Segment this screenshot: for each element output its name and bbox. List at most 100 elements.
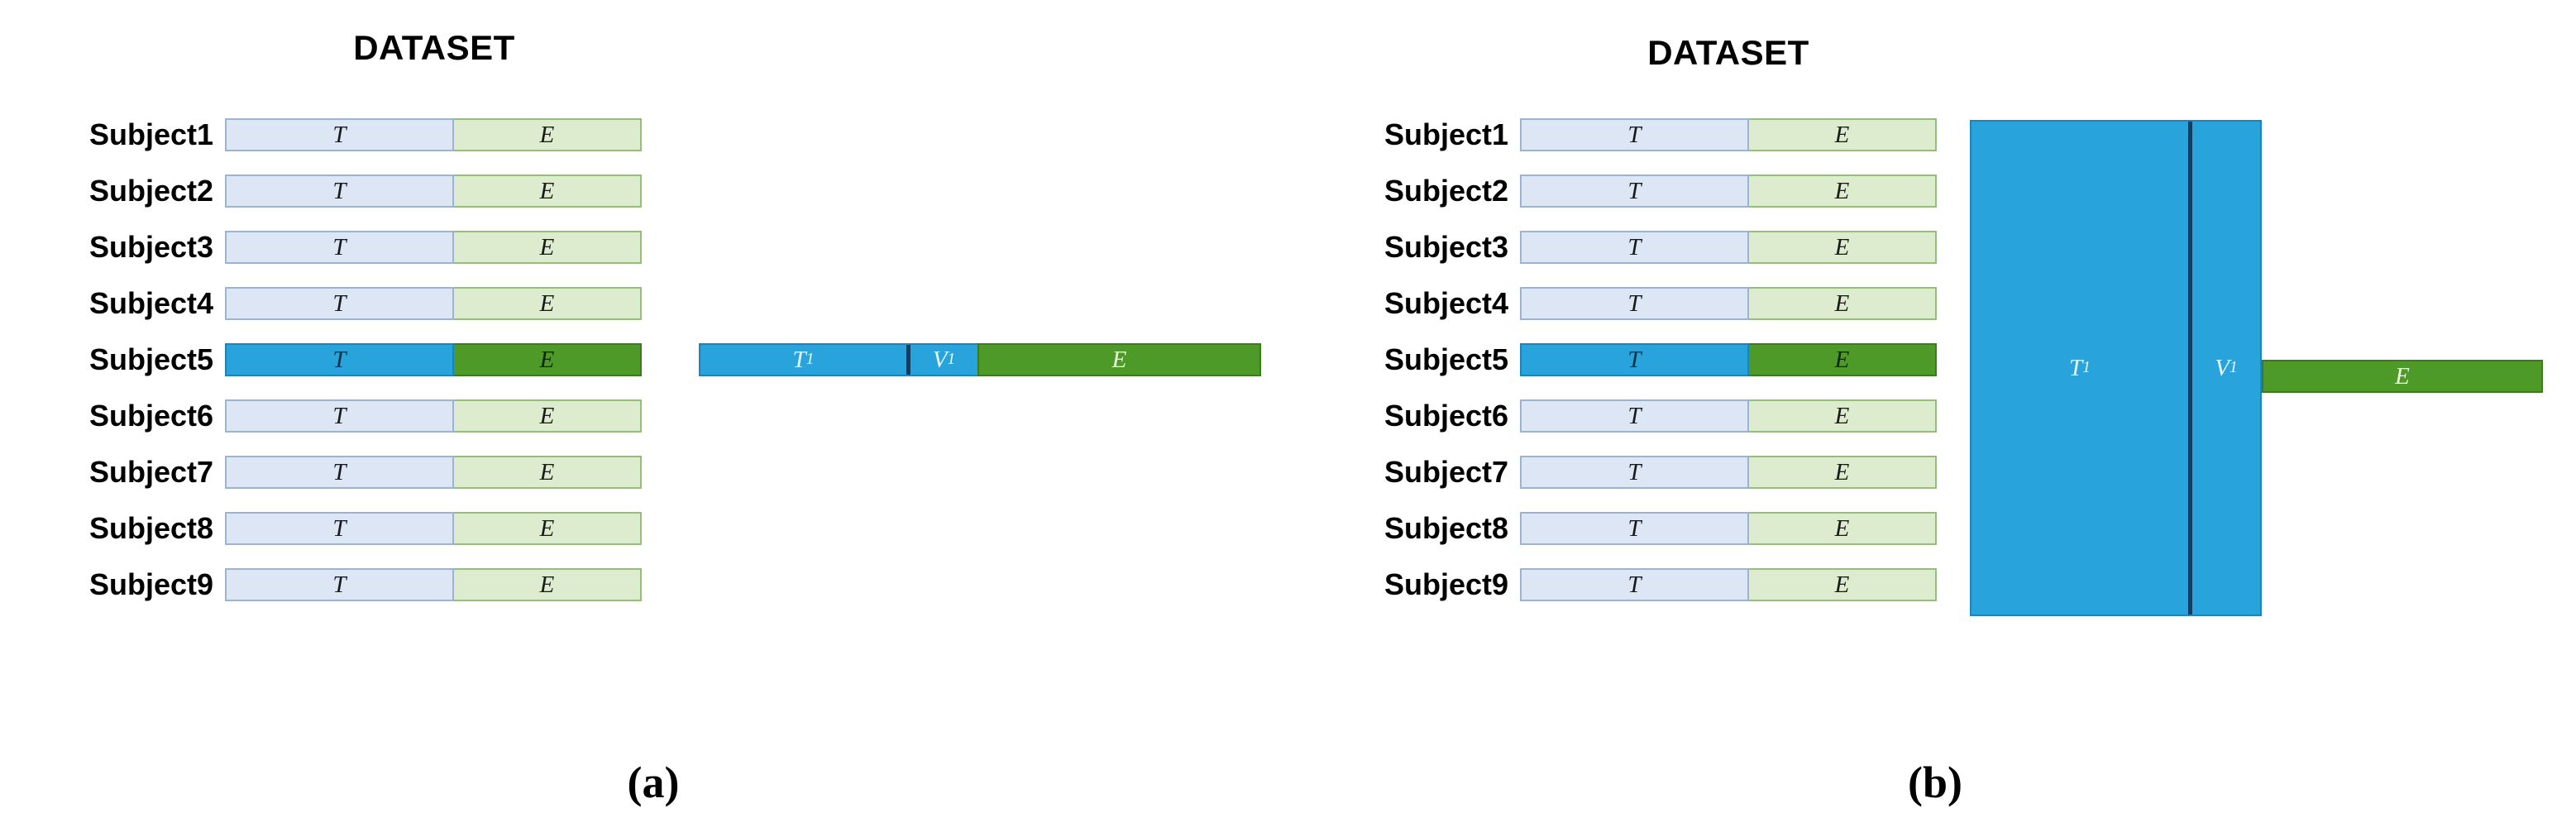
table-row-highlighted: Subject5 T E [89, 343, 642, 376]
table-row: Subject9 T E [1384, 568, 1937, 601]
train-segment: T [1520, 568, 1749, 601]
eval-segment-highlighted: E [1749, 343, 1937, 376]
train-subset-sub: 1 [805, 350, 815, 369]
subject-bar: T E [225, 512, 642, 545]
table-row: Subject3 T E [1384, 231, 1937, 264]
eval-segment-highlighted: E [454, 343, 642, 376]
train-segment: T [225, 512, 454, 545]
train-segment: T [1520, 231, 1749, 264]
eval-segment: E [454, 512, 642, 545]
panel-caption-a: (a) [627, 758, 680, 807]
subject-label: Subject2 [88, 174, 213, 208]
subject-bar: T E [1520, 175, 1937, 208]
dataset-heading-b: DATASET [1647, 33, 1809, 72]
subject-bar: T E [225, 231, 642, 264]
train-segment: T [225, 568, 454, 601]
subject-bar: T E [225, 118, 642, 151]
subject-bar: T E [225, 399, 642, 433]
validation-subset-sub: 1 [947, 350, 956, 369]
validation-block-sub: 1 [2229, 358, 2238, 377]
train-subset-label: T [792, 346, 806, 373]
table-row: Subject1 T E [1384, 118, 1937, 151]
table-row: Subject8 T E [89, 512, 642, 545]
table-row: Subject3 T E [89, 231, 642, 264]
subject-label: Subject7 [88, 455, 213, 489]
table-row: Subject6 T E [89, 399, 642, 433]
subject-label: Subject9 [88, 567, 213, 601]
subject-label: Subject1 [1384, 117, 1508, 151]
evaluation-subset-segment: E [977, 343, 1261, 376]
subject-label: Subject7 [1384, 455, 1508, 489]
eval-segment: E [454, 287, 642, 320]
subject-bar: T E [1520, 231, 1937, 264]
eval-segment: E [1749, 287, 1937, 320]
table-row: Subject4 T E [89, 287, 642, 320]
subject-label: Subject6 [88, 399, 213, 433]
table-row: Subject9 T E [89, 568, 642, 601]
train-block-sub: 1 [2082, 358, 2091, 377]
train-segment: T [225, 175, 454, 208]
subject-bar: T E [225, 456, 642, 489]
eval-segment: E [1749, 118, 1937, 151]
subject-bar-highlighted: T E [225, 343, 642, 376]
eval-segment: E [454, 118, 642, 151]
evaluation-bar-label: E [2395, 362, 2410, 390]
train-segment: T [225, 456, 454, 489]
train-segment: T [1520, 399, 1749, 433]
subject-label: Subject6 [1384, 399, 1508, 433]
eval-segment: E [454, 456, 642, 489]
train-segment: T [1520, 287, 1749, 320]
subject-bar: T E [1520, 118, 1937, 151]
subject-bar: T E [1520, 287, 1937, 320]
subject-label: Subject9 [1384, 567, 1508, 601]
train-segment: T [225, 399, 454, 433]
subject-bar: T E [1520, 456, 1937, 489]
subject-label: Subject3 [1384, 230, 1508, 264]
eval-segment: E [454, 568, 642, 601]
subject-label: Subject4 [1384, 286, 1508, 320]
train-segment: T [1520, 456, 1749, 489]
subject-label: Subject3 [88, 230, 213, 264]
subject-label: Subject2 [1384, 174, 1508, 208]
subject-label: Subject4 [88, 286, 213, 320]
subject-label: Subject1 [88, 117, 213, 151]
subject-bar: T E [1520, 512, 1937, 545]
table-row: Subject2 T E [89, 175, 642, 208]
table-row: Subject7 T E [1384, 456, 1937, 489]
subject-label: Subject5 [1384, 342, 1508, 376]
eval-segment: E [454, 175, 642, 208]
train-segment: T [1520, 118, 1749, 151]
validation-block-label: V [2215, 354, 2230, 381]
eval-segment: E [454, 399, 642, 433]
table-row: Subject2 T E [1384, 175, 1937, 208]
subject-bar: T E [1520, 399, 1937, 433]
evaluation-bar-b: E [2262, 360, 2543, 393]
table-row: Subject7 T E [89, 456, 642, 489]
eval-segment: E [1749, 568, 1937, 601]
table-row-highlighted: Subject5 T E [1384, 343, 1937, 376]
table-row: Subject4 T E [1384, 287, 1937, 320]
table-row: Subject8 T E [1384, 512, 1937, 545]
train-block-label: T [2069, 354, 2083, 381]
eval-segment: E [1749, 512, 1937, 545]
panel-caption-b: (b) [1908, 758, 1962, 807]
subject-bar: T E [1520, 568, 1937, 601]
eval-segment: E [454, 231, 642, 264]
table-row: Subject1 T E [89, 118, 642, 151]
train-validation-divider [906, 343, 910, 376]
subject-bar: T E [225, 287, 642, 320]
train-segment-highlighted: T [1520, 343, 1749, 376]
dataset-heading-a: DATASET [353, 28, 515, 67]
eval-segment: E [1749, 399, 1937, 433]
table-row: Subject6 T E [1384, 399, 1937, 433]
train-validation-divider [2188, 122, 2192, 614]
train-segment-highlighted: T [225, 343, 454, 376]
subject-label: Subject8 [88, 511, 213, 545]
train-segment: T [225, 231, 454, 264]
